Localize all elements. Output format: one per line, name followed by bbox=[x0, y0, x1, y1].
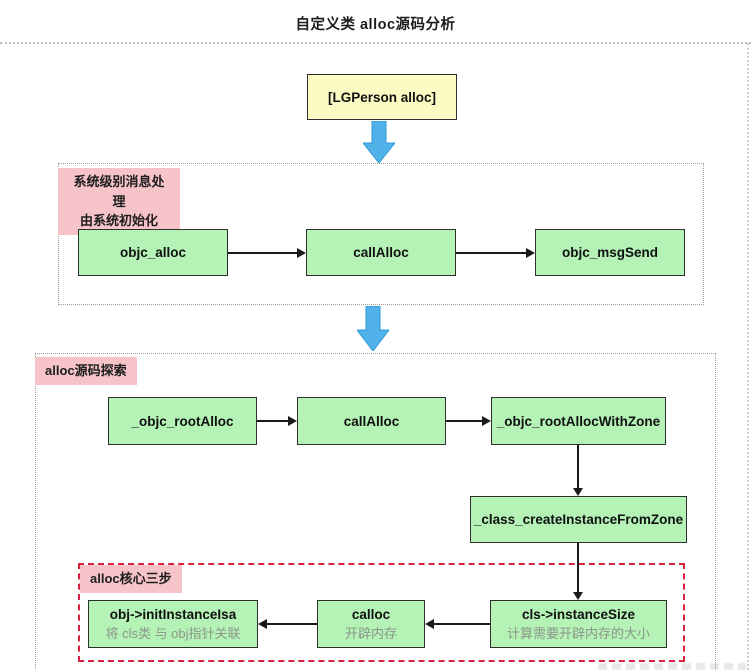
node-calloc[interactable]: calloc 开辟内存 bbox=[317, 600, 425, 648]
node-label: calloc bbox=[351, 606, 391, 622]
node-label: obj->initInstanceIsa bbox=[109, 606, 237, 622]
node-cls-instancesize[interactable]: cls->instanceSize 计算需要开辟内存的大小 bbox=[490, 600, 667, 648]
node-label: callAlloc bbox=[353, 245, 409, 260]
arrow-withzone-to-createinstance bbox=[573, 445, 583, 496]
node-subtitle: 计算需要开辟内存的大小 bbox=[506, 625, 650, 641]
arrow-createinstance-to-instancesize bbox=[573, 543, 583, 600]
node-label: [LGPerson alloc] bbox=[327, 89, 437, 105]
node-subtitle: 开辟内存 bbox=[344, 625, 397, 641]
node-label: _objc_rootAlloc bbox=[131, 413, 234, 429]
arrow-calloc-to-initinstanceisa bbox=[258, 619, 317, 629]
system-section-label-line1: 系统级别消息处理 bbox=[73, 174, 165, 209]
node-label: callAlloc bbox=[343, 413, 400, 429]
faint-watermark bbox=[598, 663, 746, 670]
arrow-rootalloc-to-callalloc bbox=[257, 416, 297, 426]
node-objc-rootalloc[interactable]: _objc_rootAlloc bbox=[108, 397, 257, 445]
right-edge-divider bbox=[747, 43, 749, 670]
node-subtitle: 将 cls类 与 obj指针关联 bbox=[105, 625, 241, 641]
node-class-createinstancefromzone[interactable]: _class_createInstanceFromZone bbox=[470, 496, 687, 543]
arrow-objc-alloc-to-callalloc bbox=[228, 248, 306, 258]
arrow-callalloc-to-msgsend bbox=[456, 248, 535, 258]
down-arrow-icon bbox=[357, 306, 389, 351]
alloc-section-container bbox=[35, 353, 716, 670]
node-objc-alloc[interactable]: objc_alloc bbox=[78, 229, 228, 276]
node-label: _objc_rootAllocWithZone bbox=[496, 413, 661, 429]
node-label: cls->instanceSize bbox=[522, 606, 635, 622]
node-lgperson-alloc[interactable]: [LGPerson alloc] bbox=[307, 74, 457, 120]
node-obj-initinstanceisa[interactable]: obj->initInstanceIsa 将 cls类 与 obj指针关联 bbox=[88, 600, 258, 648]
node-label: objc_alloc bbox=[119, 245, 187, 260]
node-label: objc_msgSend bbox=[561, 245, 659, 260]
arrow-instancesize-to-calloc bbox=[425, 619, 490, 629]
system-section-label-line2: 由系统初始化 bbox=[79, 213, 158, 228]
page-title: 自定义类 alloc源码分析 bbox=[295, 17, 456, 33]
node-callalloc-system[interactable]: callAlloc bbox=[306, 229, 456, 276]
alloc-core-steps-label: alloc核心三步 bbox=[80, 565, 182, 593]
node-label: _class_createInstanceFromZone bbox=[473, 512, 684, 527]
node-objc-rootallocwithzone[interactable]: _objc_rootAllocWithZone bbox=[491, 397, 666, 445]
node-objc-msgsend[interactable]: objc_msgSend bbox=[535, 229, 685, 276]
alloc-core-steps-box bbox=[78, 563, 685, 662]
node-callalloc-explore[interactable]: callAlloc bbox=[297, 397, 446, 445]
system-section-label: 系统级别消息处理 由系统初始化 bbox=[58, 168, 180, 235]
top-divider bbox=[0, 42, 751, 44]
arrow-callalloc-to-rootallocwithzone bbox=[446, 416, 491, 426]
down-arrow-icon bbox=[363, 121, 395, 163]
alloc-section-label: alloc源码探索 bbox=[35, 357, 137, 385]
